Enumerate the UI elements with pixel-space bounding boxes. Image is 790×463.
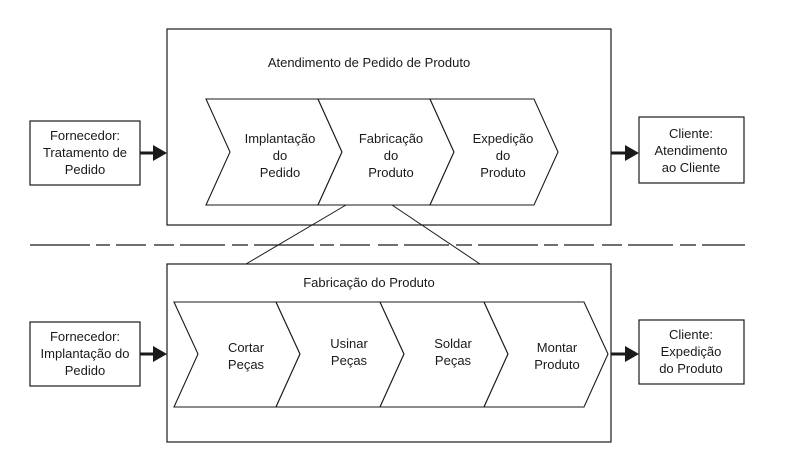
top-customer-line-1: Cliente: bbox=[669, 126, 713, 141]
zoom-connector-left bbox=[245, 204, 347, 265]
top-customer-box bbox=[638, 116, 745, 184]
top-process-title: Atendimento de Pedido de Produto bbox=[268, 55, 470, 70]
bottom-supplier-line-1: Fornecedor: bbox=[50, 329, 120, 344]
top-supplier-line-3: Pedido bbox=[65, 162, 105, 177]
bottom-step-2-line-1: Usinar bbox=[330, 336, 368, 351]
top-supplier-line-1: Fornecedor: bbox=[50, 128, 120, 143]
top-step-1-line-2: do bbox=[273, 148, 287, 163]
bottom-step-3-line-1: Soldar bbox=[434, 336, 472, 351]
top-step-1-line-3: Pedido bbox=[260, 165, 300, 180]
bottom-supplier-arrow-head bbox=[153, 346, 167, 362]
bottom-step-1-line-2: Peças bbox=[228, 357, 265, 372]
top-customer-line-2: Atendimento bbox=[655, 143, 728, 158]
bottom-step-4-line-2: Produto bbox=[534, 357, 580, 372]
bottom-supplier-line-2: Implantação do bbox=[41, 346, 130, 361]
bottom-supplier-line-3: Pedido bbox=[65, 363, 105, 378]
bottom-step-3-line-2: Peças bbox=[435, 353, 472, 368]
top-step-3-chevron bbox=[429, 98, 559, 206]
bottom-step-4-chevron bbox=[483, 301, 609, 408]
bottom-step-1-line-1: Cortar bbox=[228, 340, 265, 355]
top-supplier-box bbox=[29, 120, 141, 186]
bottom-customer-line-3: do Produto bbox=[659, 361, 723, 376]
top-step-1-line-1: Implantação bbox=[245, 131, 316, 146]
top-step-2-line-3: Produto bbox=[368, 165, 414, 180]
top-step-3-line-1: Expedição bbox=[473, 131, 534, 146]
top-step-2-line-1: Fabricação bbox=[359, 131, 423, 146]
bottom-process-title: Fabricação do Produto bbox=[303, 275, 435, 290]
top-supplier-arrow-head bbox=[153, 145, 167, 161]
top-supplier-line-2: Tratamento de bbox=[43, 145, 127, 160]
top-step-2-line-2: do bbox=[384, 148, 398, 163]
bottom-customer-line-1: Cliente: bbox=[669, 327, 713, 342]
top-step-3-line-3: Produto bbox=[480, 165, 526, 180]
bottom-customer-line-2: Expedição bbox=[661, 344, 722, 359]
top-customer-arrow-head bbox=[625, 145, 639, 161]
bottom-step-4-line-1: Montar bbox=[537, 340, 578, 355]
bottom-supplier-box bbox=[29, 321, 141, 387]
bottom-step-2-line-2: Peças bbox=[331, 353, 368, 368]
bottom-customer-box bbox=[638, 319, 745, 385]
top-step-3-line-2: do bbox=[496, 148, 510, 163]
top-customer-line-3: ao Cliente bbox=[662, 160, 721, 175]
zoom-connector-right bbox=[391, 204, 481, 265]
bottom-customer-arrow-head bbox=[625, 346, 639, 362]
